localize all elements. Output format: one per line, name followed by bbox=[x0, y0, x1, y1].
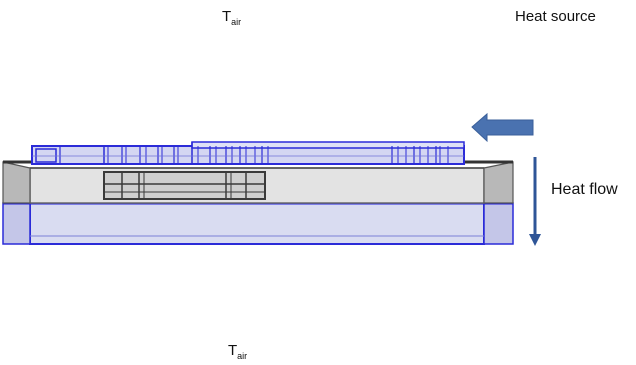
t-air-top-label: Tair bbox=[222, 8, 241, 27]
t-air-bottom-main: T bbox=[228, 342, 238, 359]
t-air-top-sub: air bbox=[231, 17, 242, 27]
arrow-left-icon bbox=[471, 112, 534, 143]
t-air-bottom-label: Tair bbox=[228, 342, 247, 361]
arrow-down-icon bbox=[529, 157, 541, 246]
top-component-layer bbox=[31, 141, 465, 165]
bottom-layer bbox=[2, 201, 514, 245]
embedded-component bbox=[103, 171, 266, 200]
heat-source-label: Heat source bbox=[515, 8, 596, 25]
t-air-top-main: T bbox=[222, 8, 232, 25]
t-air-bottom-sub: air bbox=[237, 351, 248, 361]
heat-flow-label: Heat flow bbox=[551, 181, 618, 198]
